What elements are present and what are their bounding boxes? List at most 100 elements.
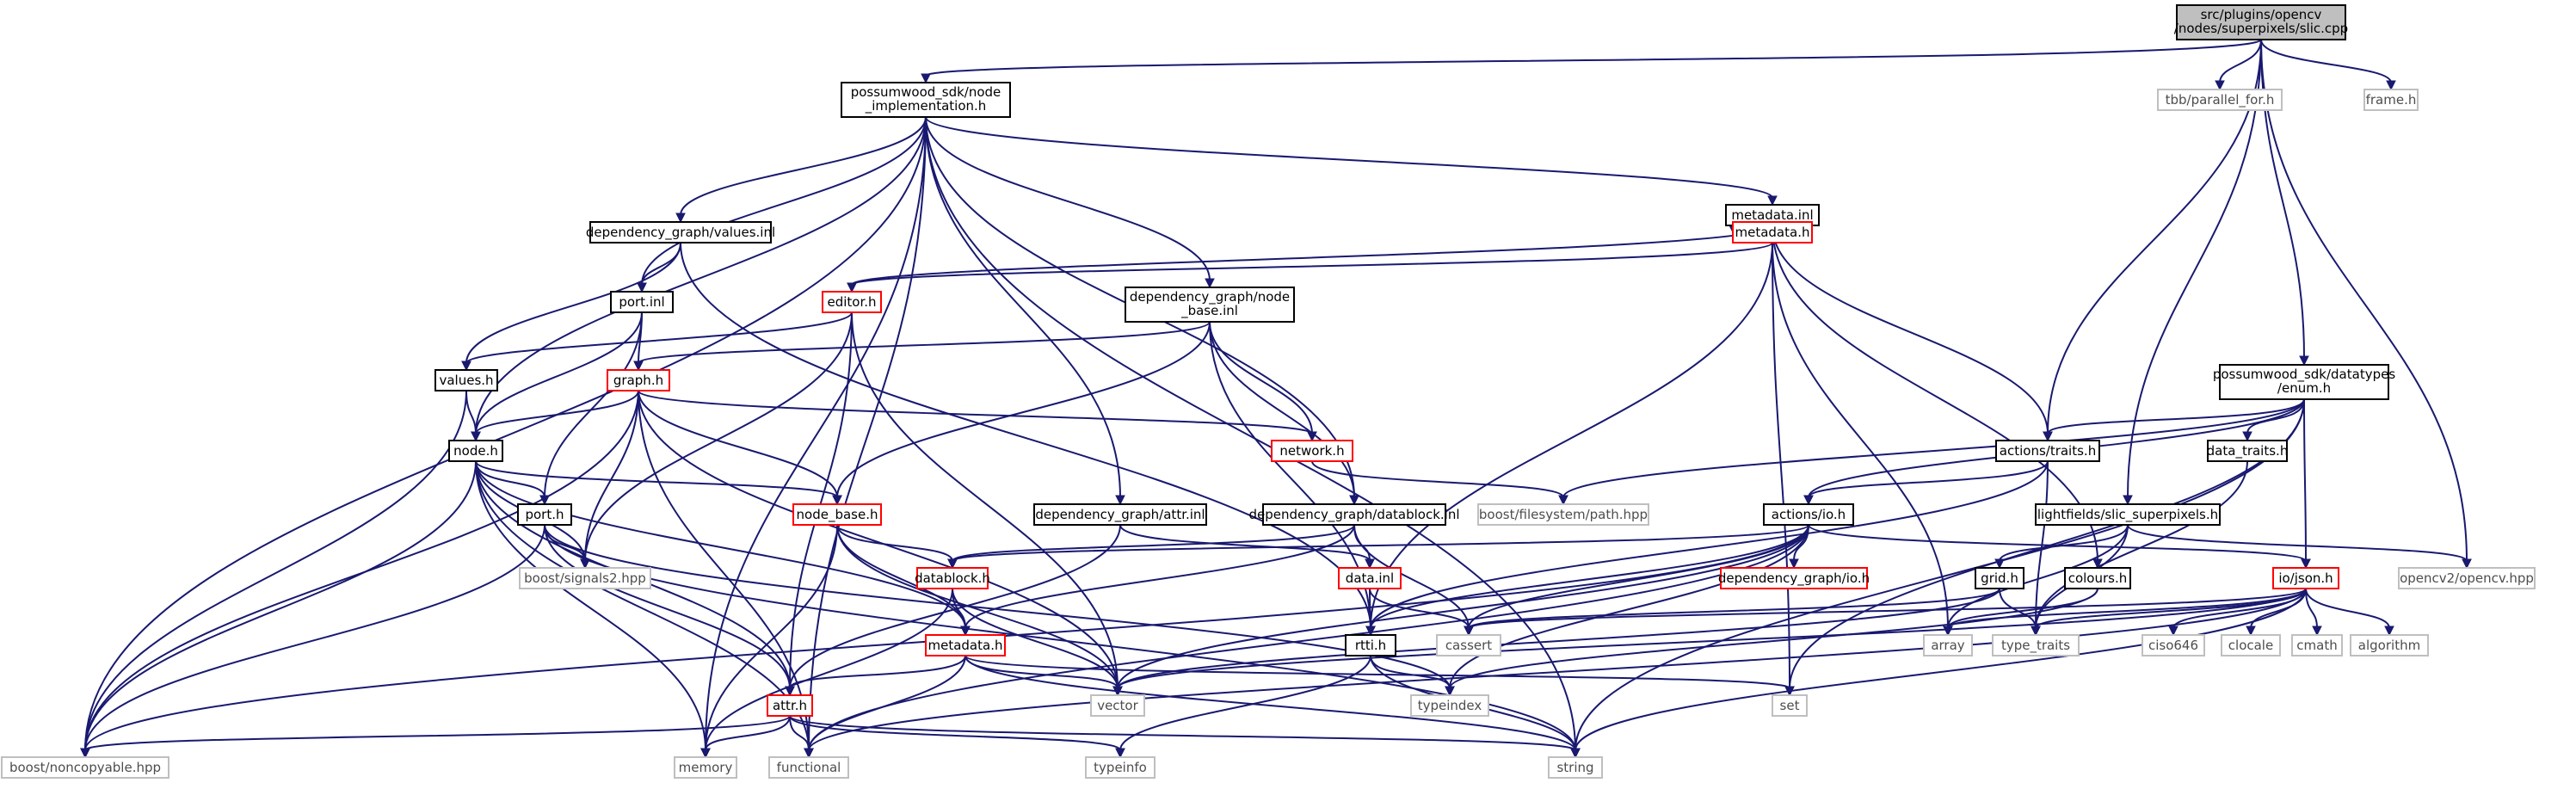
node-label: memory — [679, 760, 733, 775]
node-functional: functional — [768, 756, 849, 779]
edge-io_json-to-cmath — [2305, 588, 2322, 637]
edge-node_base_h-to-datablock_h — [836, 524, 958, 570]
node-label: node_base.h — [797, 507, 878, 523]
node-label: boost/noncopyable.hpp — [9, 760, 161, 775]
node-data-inl[interactable]: data.inl — [1338, 567, 1402, 589]
edge-metadata_h2-to-set — [964, 655, 1795, 697]
edge-enum_h-to-string — [1570, 398, 2305, 759]
node-datablock-h[interactable]: datablock.h — [915, 567, 990, 589]
node-frame: frame.h — [2363, 89, 2419, 111]
node-type-traits: type_traits — [1992, 634, 2080, 656]
node-values-inl[interactable]: dependency_graph/values.inl — [586, 221, 775, 243]
edge-nodeimpl-to-noncopyable — [80, 116, 927, 759]
edge-metadata_h2-to-functional — [804, 655, 966, 759]
node-label: rtti.h — [1355, 638, 1386, 653]
node-label: data_traits.h — [2207, 443, 2289, 459]
edge-io_json-to-string — [1570, 588, 2307, 759]
edge-attr_h-to-string — [789, 715, 1581, 759]
node-label: colours.h — [2068, 570, 2128, 586]
node-io-json[interactable]: io/json.h — [2272, 567, 2339, 589]
edge-metadata_h1-to-rtti_h — [1365, 242, 1773, 637]
node-label: algorithm — [2358, 638, 2420, 653]
node-signals2: boost/signals2.hpp — [519, 567, 651, 589]
edge-attr_h-to-memory — [700, 715, 791, 759]
node-string: string — [1548, 756, 1603, 779]
edge-nodeimpl-to-node_h — [471, 116, 927, 442]
node-network-h[interactable]: network.h — [1271, 440, 1353, 462]
edge-attr_h-to-functional — [789, 715, 814, 759]
node-label: boost/filesystem/path.hpp — [1479, 507, 1648, 522]
node-cassert: cassert — [1436, 634, 1501, 656]
edge-actions_io-to-datablock_h — [947, 524, 1809, 570]
node-nodeimpl[interactable]: possumwood_sdk/node_implementation.h — [841, 82, 1011, 118]
node-label: array — [1931, 638, 1964, 653]
edge-enum_h-to-data_traits — [2242, 398, 2305, 442]
node-data-traits[interactable]: data_traits.h — [2207, 440, 2289, 462]
node-typeinfo: typeinfo — [1085, 756, 1156, 779]
node-label: dependency_graph/datablock.inl — [1248, 507, 1459, 523]
edge-slic-to-tbb — [2215, 39, 2262, 91]
node-actions-io[interactable]: actions/io.h — [1763, 503, 1854, 526]
edge-grid_h-to-vector — [1112, 588, 2000, 697]
node-label: possumwood_sdk/datatypes — [2213, 367, 2395, 383]
node-label: actions/io.h — [1772, 507, 1846, 522]
node-label: lightfields/slic_superpixels.h — [2037, 507, 2218, 523]
node-fs-path: boost/filesystem/path.hpp — [1477, 503, 1649, 526]
node-label: data.inl — [1346, 570, 1394, 586]
node-label: network.h — [1279, 443, 1344, 459]
node-grid-h[interactable]: grid.h — [1975, 567, 2024, 589]
edge-nodebase_inl-to-node_base_h — [832, 321, 1211, 506]
node-datablock-inl[interactable]: dependency_graph/datablock.inl — [1248, 503, 1460, 526]
include-edges — [80, 39, 2472, 759]
edge-metadata_h1-to-editor — [847, 242, 1773, 293]
node-attr-inl[interactable]: dependency_graph/attr.inl — [1033, 503, 1207, 526]
node-port-h[interactable]: port.h — [517, 503, 572, 526]
edge-nodeimpl-to-metadata_inl — [925, 116, 1778, 206]
node-algorithm: algorithm — [2350, 634, 2429, 656]
node-label: vector — [1097, 698, 1138, 713]
node-label: _base.inl — [1180, 303, 1238, 319]
node-label: functional — [777, 760, 841, 775]
node-label: src/plugins/opencv — [2201, 7, 2322, 22]
node-label: string — [1556, 760, 1593, 775]
node-label: metadata.h — [1735, 225, 1810, 240]
node-label: graph.h — [613, 373, 663, 388]
node-label: set — [1780, 698, 1800, 713]
edge-nodebase_inl-to-graph_h — [633, 321, 1211, 372]
node-colours-h[interactable]: colours.h — [2064, 567, 2131, 589]
node-graph-h[interactable]: graph.h — [607, 369, 670, 391]
node-actions-traits[interactable]: actions/traits.h — [1995, 440, 2100, 462]
node-nodebase-inl[interactable]: dependency_graph/node_base.inl — [1125, 287, 1295, 323]
node-set: set — [1772, 694, 1808, 717]
node-rtti-h[interactable]: rtti.h — [1345, 634, 1396, 656]
edge-slic-to-nodeimpl — [921, 39, 2262, 84]
node-label: port.h — [525, 507, 564, 522]
edge-enum_h-to-io_json — [2301, 398, 2311, 570]
node-opencv: opencv2/opencv.hpp — [2398, 567, 2536, 589]
node-memory: memory — [674, 756, 737, 779]
node-label: values.h — [439, 373, 493, 388]
node-ciso646: ciso646 — [2142, 634, 2205, 656]
node-label: attr.h — [773, 698, 807, 713]
node-clocale: clocale — [2221, 634, 2281, 656]
node-metadata-h1[interactable]: metadata.h — [1732, 221, 1813, 243]
node-attr-h[interactable]: attr.h — [767, 694, 813, 717]
node-port-inl[interactable]: port.inl — [610, 291, 674, 313]
node-dg-io[interactable]: dependency_graph/io.h — [1718, 567, 1870, 589]
node-label: clocale — [2228, 638, 2273, 653]
node-slic[interactable]: src/plugins/opencv/nodes/superpixels/sli… — [2174, 4, 2348, 40]
edge-node_h-to-memory — [475, 460, 711, 759]
node-metadata-h2[interactable]: metadata.h — [925, 634, 1006, 656]
node-enum-h[interactable]: possumwood_sdk/datatypes/enum.h — [2213, 364, 2395, 400]
edge-datablock_inl-to-metadata_h2 — [960, 524, 1355, 637]
node-label: type_traits — [2001, 638, 2070, 654]
node-lf-slic[interactable]: lightfields/slic_superpixels.h — [2035, 503, 2221, 526]
node-label: cassert — [1445, 638, 1492, 653]
node-values-h[interactable]: values.h — [434, 369, 498, 391]
node-label: _implementation.h — [865, 98, 987, 114]
node-node-base-h[interactable]: node_base.h — [792, 503, 882, 526]
node-editor[interactable]: editor.h — [822, 291, 882, 313]
node-node-h[interactable]: node.h — [448, 440, 503, 462]
node-label: ciso646 — [2148, 638, 2198, 653]
node-noncopyable: boost/noncopyable.hpp — [1, 756, 169, 779]
